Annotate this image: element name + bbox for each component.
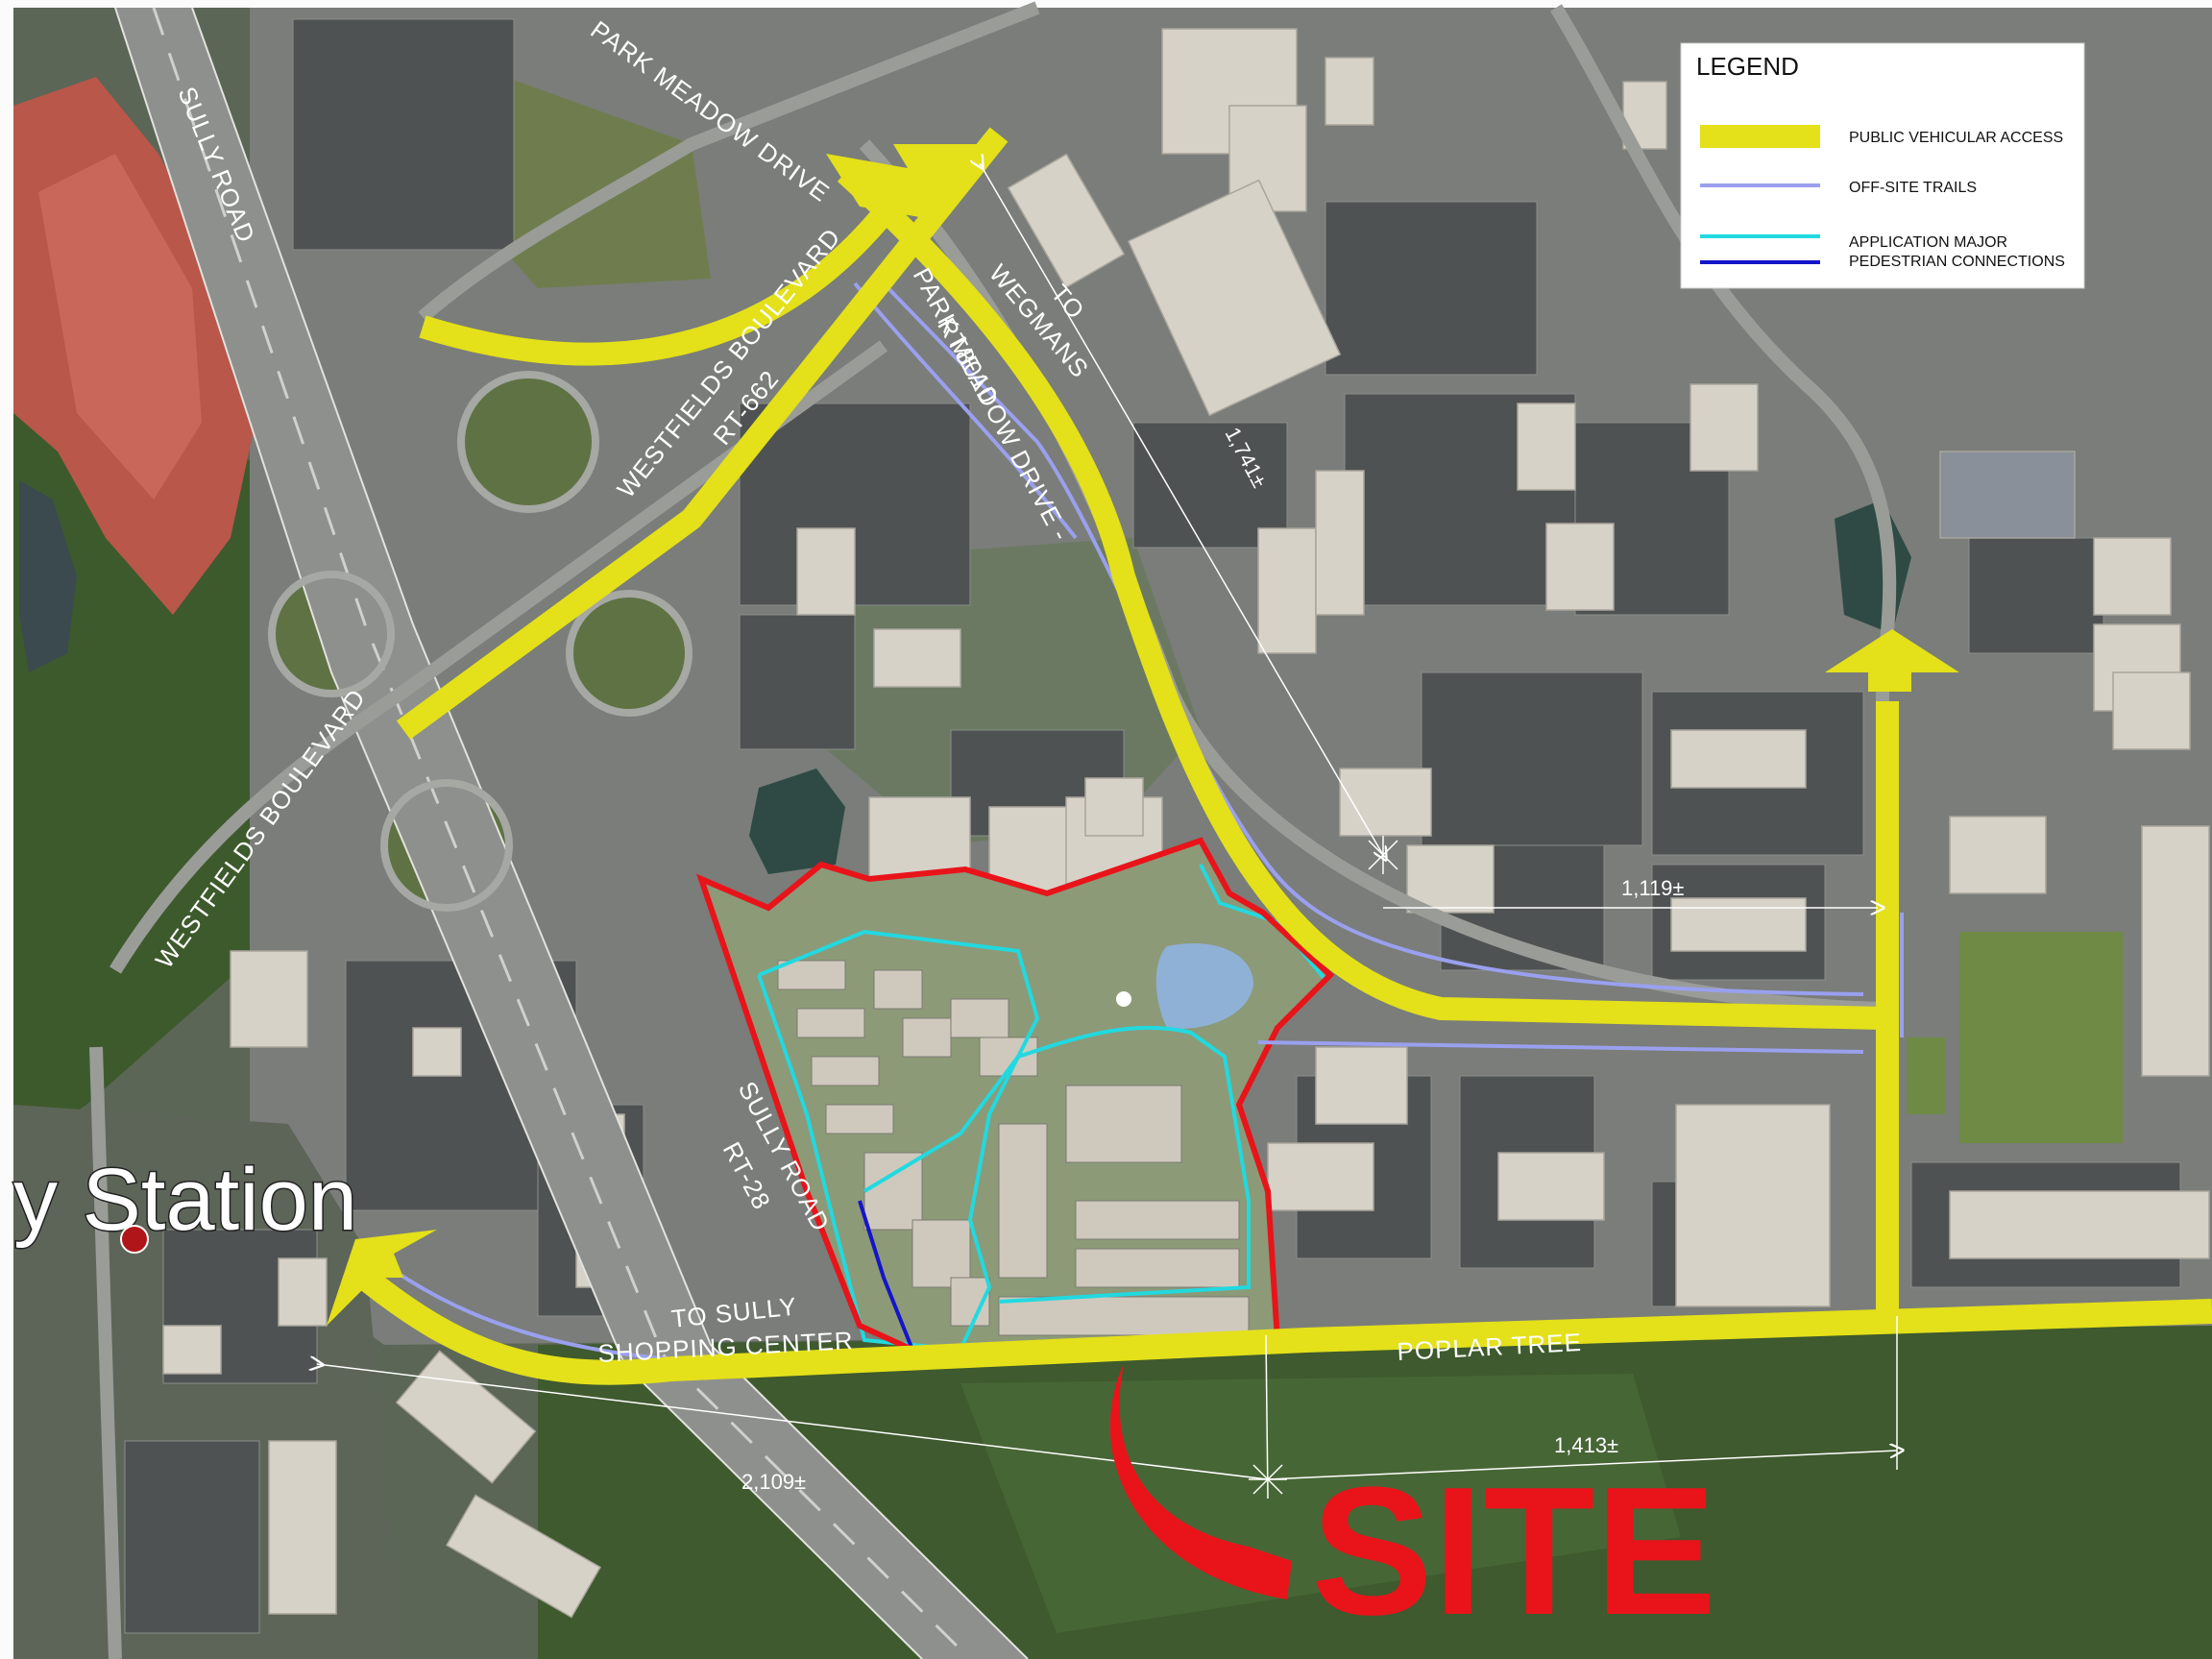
- access-arrowheads: [327, 144, 1959, 1326]
- legend-swatch-access: [1700, 125, 1820, 148]
- dim-label-1413: 1,413±: [1554, 1433, 1618, 1457]
- place-marker: [120, 1225, 149, 1254]
- legend-label-access: PUBLIC VEHICULAR ACCESS: [1849, 130, 2063, 146]
- dim-cross-1: [1368, 836, 1398, 874]
- dim-line-1413: [1267, 1451, 1897, 1480]
- access-north-curve: [419, 165, 905, 366]
- dim-label-2109: 2,109±: [741, 1470, 806, 1494]
- access-westfields: [396, 127, 1009, 740]
- dim-line-1741: [980, 163, 1383, 855]
- dim-cross-2: [1249, 1464, 1287, 1495]
- legend-label-ped-line2: PEDESTRIAN CONNECTIONS: [1849, 254, 2065, 270]
- arrowhead-east: [1825, 629, 1959, 692]
- place-label-station: y Station: [13, 1151, 357, 1249]
- site-label: SITE: [1311, 1450, 1716, 1653]
- ped-connector-blue: [858, 1200, 914, 1351]
- arrowhead-north: [826, 144, 994, 221]
- access-poplar-tree: [356, 1267, 2212, 1385]
- site-pointer-arrow: [1109, 1364, 1292, 1599]
- legend-label-trails: OFF-SITE TRAILS: [1849, 180, 1977, 196]
- ped-loop-west: [757, 929, 1040, 1353]
- trail-east-connector: [1257, 1040, 1864, 1054]
- legend: LEGEND PUBLIC VEHICULAR ACCESS OFF-SITE …: [1680, 42, 2085, 289]
- dimension-lines: [317, 163, 1897, 1500]
- pedestrian-connections: [757, 864, 1327, 1353]
- dim-label-1119: 1,119±: [1621, 876, 1685, 900]
- ped-loop-east: [998, 1025, 1251, 1304]
- legend-box: [1680, 42, 2085, 289]
- arrowhead-west: [327, 1230, 437, 1326]
- ped-connector-inner: [863, 1055, 1020, 1193]
- legend-label-ped-line1: APPLICATION MAJOR: [1849, 234, 2007, 251]
- dim-line-2109: [317, 1364, 1269, 1480]
- dim-tick-site: [1265, 1334, 1269, 1500]
- site-plan: [701, 841, 1330, 1350]
- legend-title: LEGEND: [1696, 52, 1799, 81]
